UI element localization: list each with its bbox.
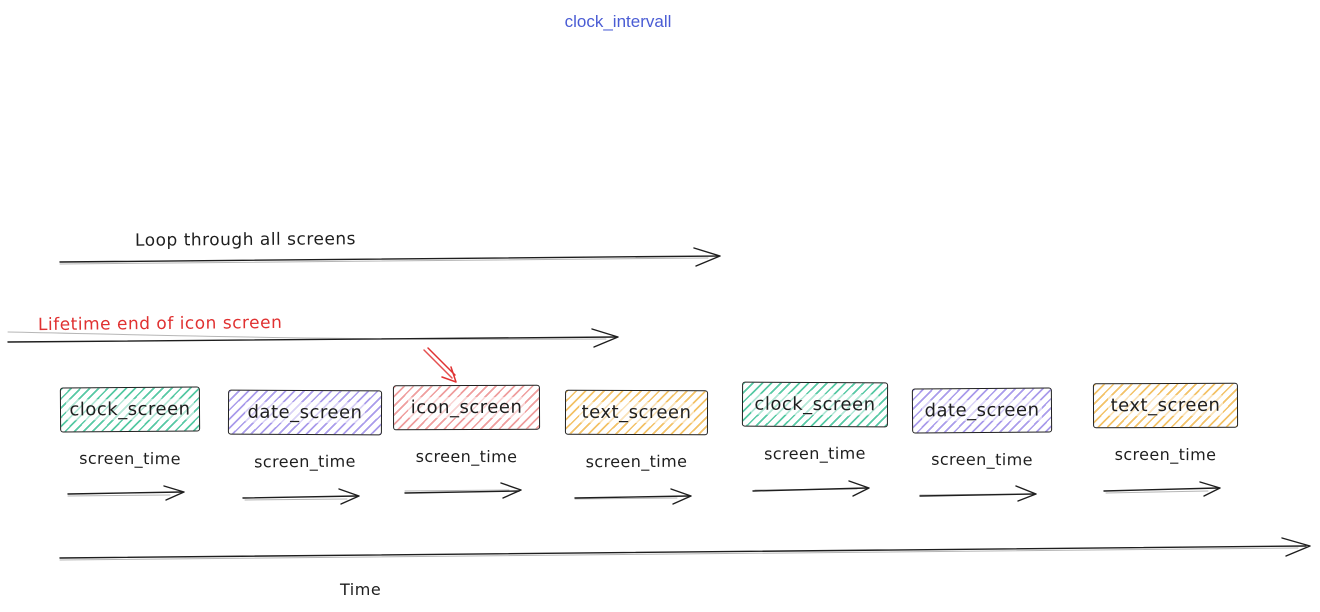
screen-time-arrow [752, 480, 870, 497]
loop-arrow [59, 247, 721, 267]
screen-column: text_screen screen_time [1092, 382, 1239, 513]
screen-box-label: date_screen [921, 399, 1043, 422]
lifetime-pointer-arrow-icon [423, 347, 457, 383]
screen-time-arrow [242, 488, 360, 505]
screen-time-arrow [573, 488, 692, 505]
time-axis-arrow [59, 537, 1311, 561]
screen-column: icon_screen screen_time [392, 384, 541, 515]
screen-time-arrow [403, 482, 522, 499]
screen-box-date: date_screen [911, 387, 1053, 434]
screen-time-arrow [67, 485, 185, 501]
screen-column: clock_screen screen_time [741, 381, 889, 512]
screen-box-label: text_screen [578, 401, 695, 424]
screen-time-label: screen_time [415, 446, 518, 467]
screen-box-icon: icon_screen [392, 384, 541, 431]
screen-box-text: text_screen [1092, 382, 1239, 429]
screen-box-label: clock_screen [66, 398, 194, 421]
screen-box-text: text_screen [564, 389, 709, 436]
lifetime-arrow [7, 328, 619, 348]
screen-time-label: screen_time [254, 451, 356, 472]
screen-box-label: text_screen [1107, 394, 1224, 417]
screen-time-label: screen_time [764, 443, 866, 464]
screen-time-label: screen_time [931, 449, 1033, 470]
screen-time-arrow [919, 485, 1037, 502]
screen-box-label: date_screen [244, 401, 366, 424]
screen-box-label: clock_screen [751, 393, 879, 416]
screen-box-clock: clock_screen [59, 386, 201, 433]
screen-box-date: date_screen [227, 389, 383, 436]
screen-column: clock_screen screen_time [59, 386, 201, 517]
screen-box-clock: clock_screen [741, 381, 889, 428]
screen-time-label: screen_time [585, 451, 688, 472]
time-axis-label: Time [340, 580, 382, 599]
screen-box-label: icon_screen [407, 396, 526, 419]
page-title: clock_intervall [564, 12, 672, 31]
screen-time-label: screen_time [79, 448, 181, 469]
screen-column: date_screen screen_time [227, 389, 383, 520]
screen-column: date_screen screen_time [911, 387, 1053, 518]
screen-time-arrow [1102, 481, 1221, 497]
screen-column: text_screen screen_time [564, 389, 709, 520]
screen-time-label: screen_time [1114, 444, 1217, 465]
